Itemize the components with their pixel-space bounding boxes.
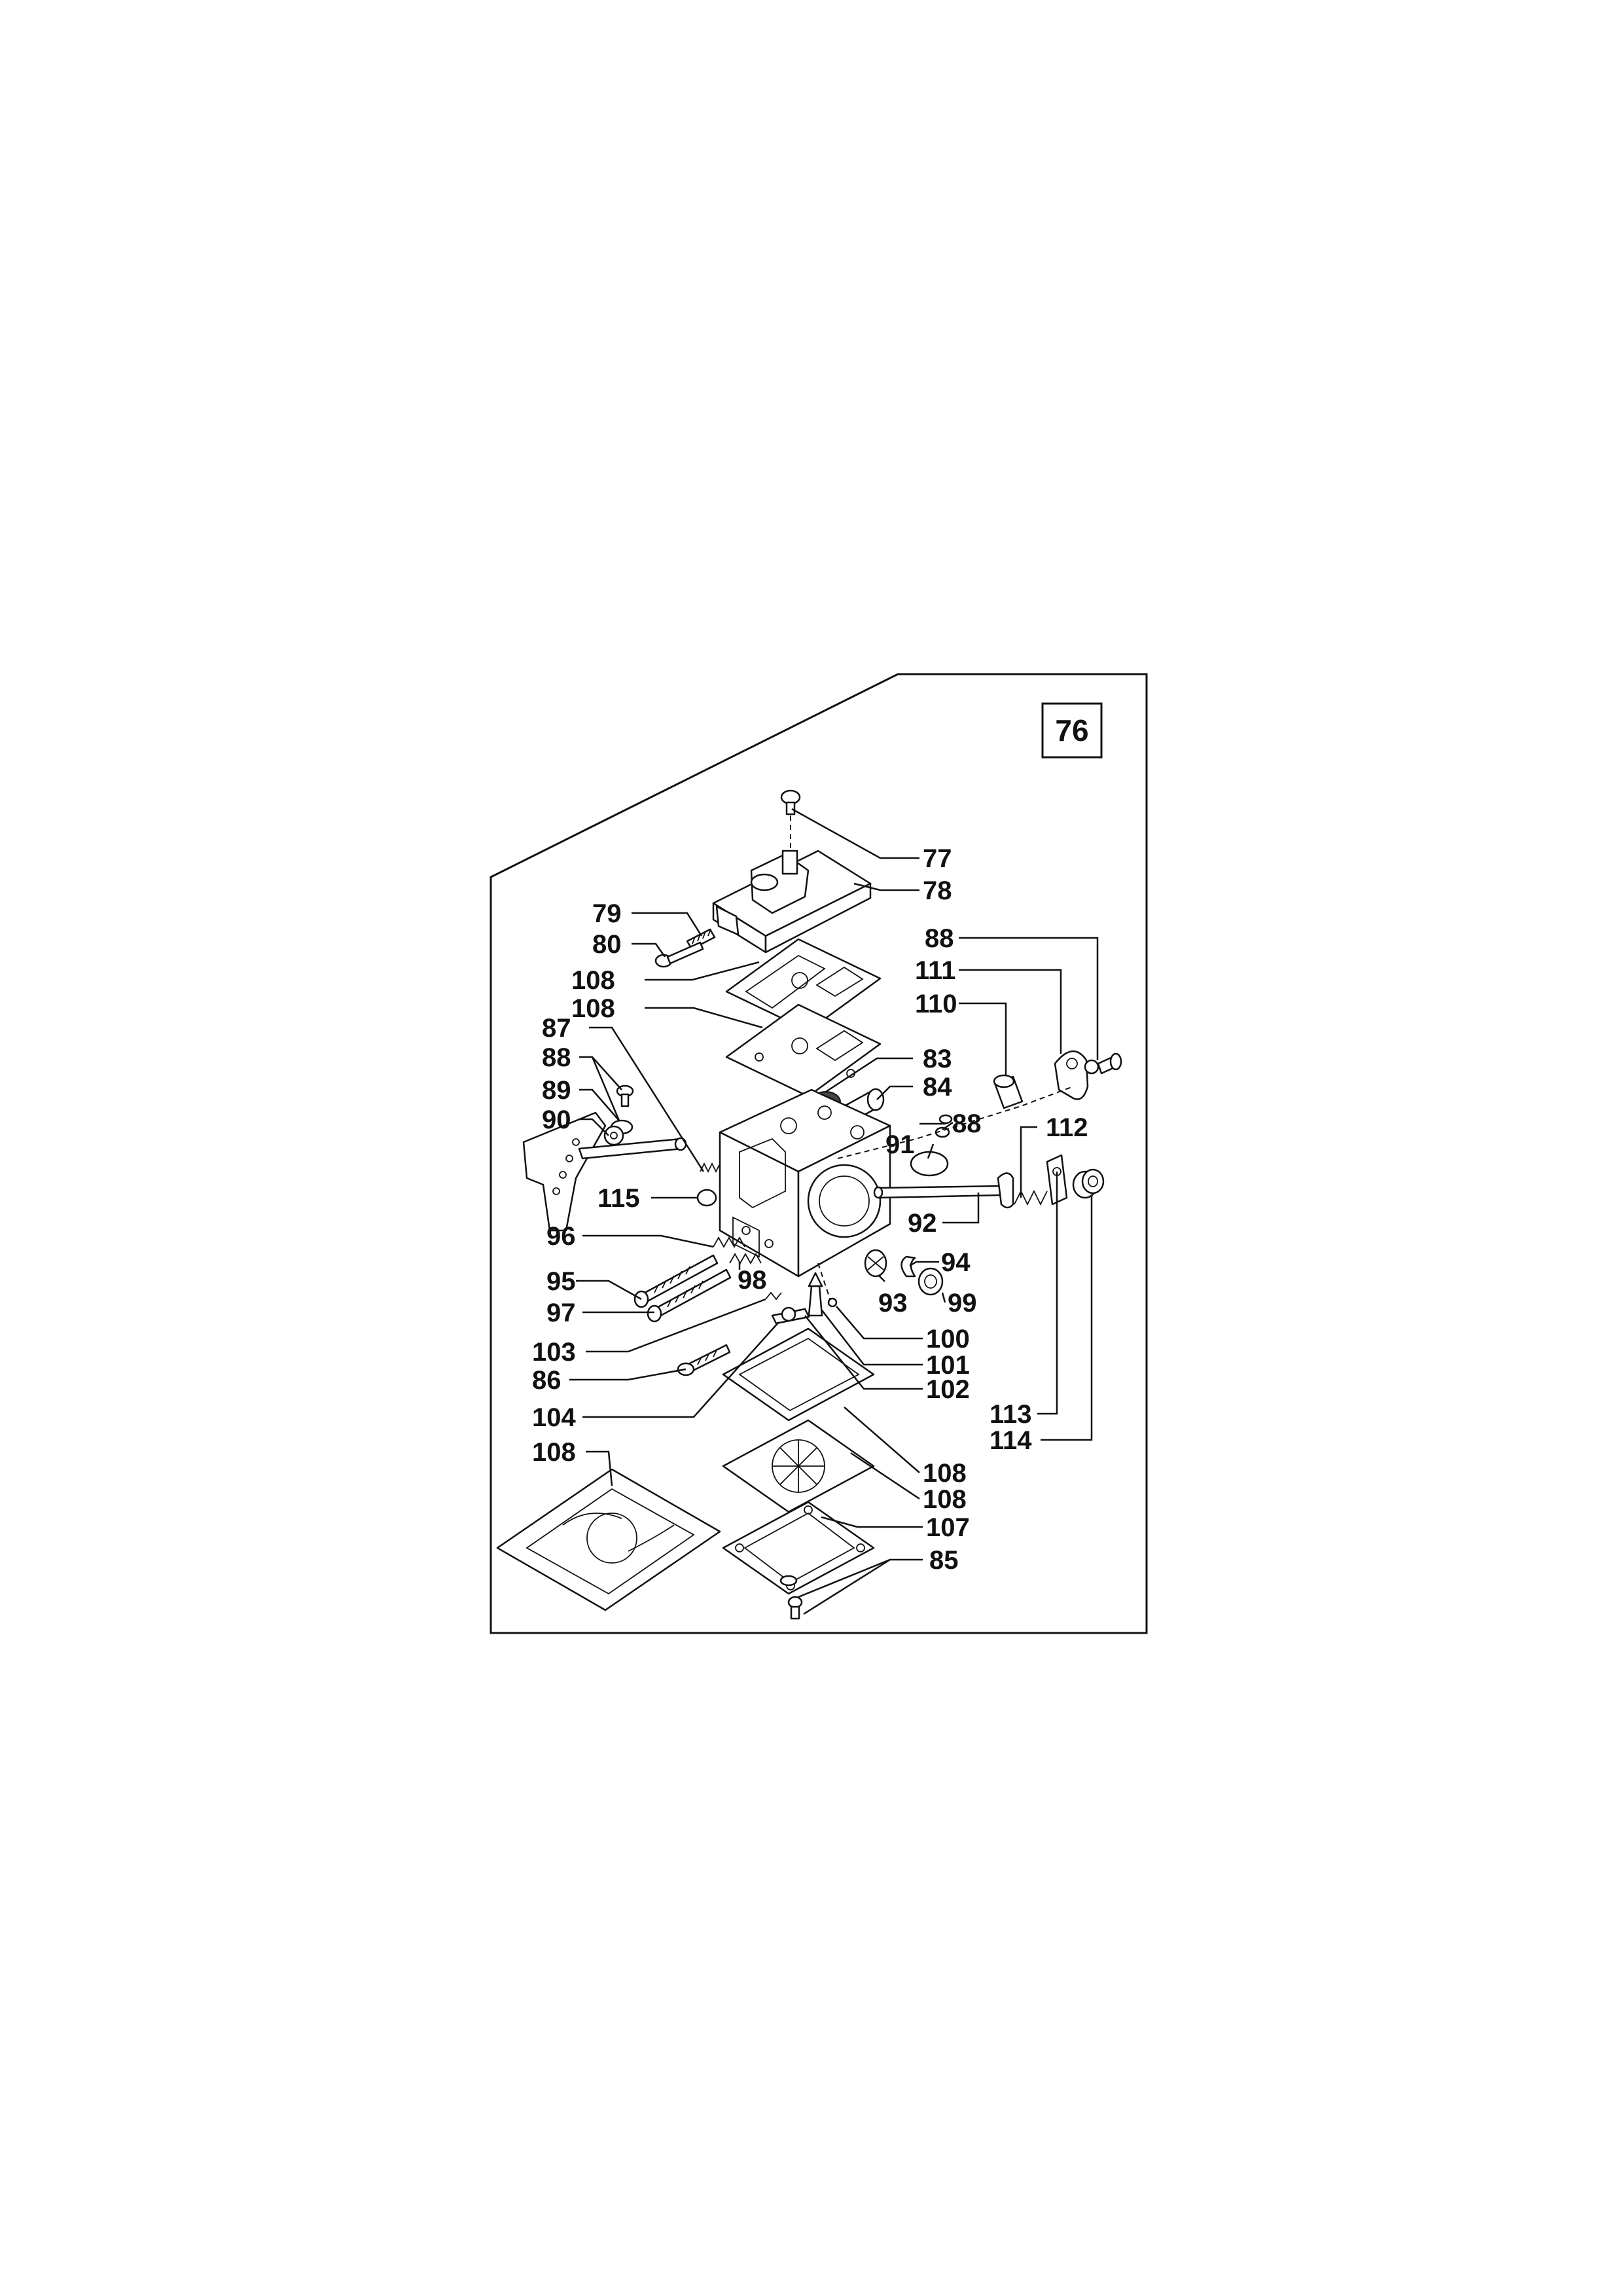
part-77-screw	[780, 789, 801, 851]
callout-102: 102	[926, 1375, 970, 1404]
leader-lines	[569, 808, 1099, 1615]
callout-90: 90	[542, 1105, 571, 1134]
callout-86: 86	[532, 1366, 562, 1395]
callout-93: 93	[878, 1289, 908, 1318]
callout-88-b: 88	[542, 1043, 571, 1072]
part-111-lever	[1054, 1050, 1089, 1100]
callout-108-c: 108	[532, 1438, 576, 1467]
callout-77: 77	[923, 844, 952, 873]
part-86-104-screw	[677, 1344, 731, 1376]
part-108-gasket-kit-bag	[496, 1468, 721, 1611]
part-96-spring	[713, 1236, 745, 1248]
part-85-screw-washer	[779, 1575, 803, 1620]
part-94-clip	[901, 1255, 916, 1278]
callout-104: 104	[532, 1403, 576, 1432]
diagram-frame	[490, 673, 1148, 1634]
callout-108-b: 108	[571, 994, 615, 1023]
callout-92: 92	[908, 1209, 937, 1238]
callout-98: 98	[738, 1266, 767, 1295]
callout-108-d: 108	[923, 1459, 967, 1488]
callout-103: 103	[532, 1338, 576, 1367]
part-112-spring	[1014, 1189, 1048, 1206]
part-114-cap	[1072, 1168, 1105, 1199]
callout-107: 107	[926, 1513, 970, 1542]
callout-88-a: 88	[925, 924, 954, 953]
callout-79: 79	[592, 899, 622, 928]
callout-108-e: 108	[923, 1485, 967, 1514]
part-108-metering-diaphragm	[722, 1419, 875, 1513]
callout-87: 87	[542, 1014, 571, 1043]
callout-91: 91	[885, 1130, 915, 1159]
callout-108-a: 108	[571, 966, 615, 995]
callout-112: 112	[1046, 1113, 1088, 1142]
callout-85: 85	[929, 1546, 959, 1575]
part-108-lower-gasket	[722, 1327, 875, 1422]
callout-115: 115	[597, 1184, 640, 1213]
part-98-spring	[729, 1253, 762, 1265]
callout-100: 100	[926, 1325, 970, 1354]
part-110-bushing	[993, 1074, 1024, 1109]
callout-113: 113	[990, 1400, 1032, 1429]
carburetor-body	[719, 1088, 891, 1278]
part-115-plug	[696, 1189, 717, 1207]
part-108-upper-gasket	[725, 938, 882, 1032]
callout-96: 96	[546, 1222, 576, 1251]
part-93-screen	[864, 1249, 887, 1278]
callout-101: 101	[926, 1351, 970, 1380]
callout-88-c: 88	[952, 1109, 982, 1138]
part-88-screw-top-right	[1084, 1052, 1122, 1075]
callout-95: 95	[546, 1267, 576, 1296]
callout-80: 80	[592, 930, 622, 959]
callout-114: 114	[990, 1426, 1032, 1455]
callout-83: 83	[923, 1045, 952, 1073]
part-79-80-screw-spring	[654, 928, 716, 968]
callout-84: 84	[923, 1073, 952, 1102]
callout-78: 78	[923, 876, 952, 905]
callout-89: 89	[542, 1076, 571, 1105]
part-92-throttle-shaft	[873, 1172, 1014, 1209]
reference-box	[1041, 702, 1103, 759]
part-91-throttle-valve	[837, 1086, 1074, 1177]
callout-97: 97	[546, 1299, 576, 1327]
part-107-cover	[722, 1501, 875, 1595]
callout-94: 94	[941, 1248, 971, 1277]
part-90-choke-lever	[522, 1111, 687, 1232]
callout-99: 99	[948, 1289, 977, 1318]
part-99-plug	[918, 1267, 944, 1296]
part-108-pump-plate	[725, 1003, 882, 1098]
part-78-cover	[712, 850, 872, 954]
part-97-adjusting-screw	[647, 1268, 732, 1323]
callout-111: 111	[915, 956, 955, 985]
callout-110: 110	[915, 990, 957, 1018]
reference-number: 76	[1055, 713, 1088, 747]
part-100-101-102-103-needle-assembly	[765, 1263, 838, 1325]
